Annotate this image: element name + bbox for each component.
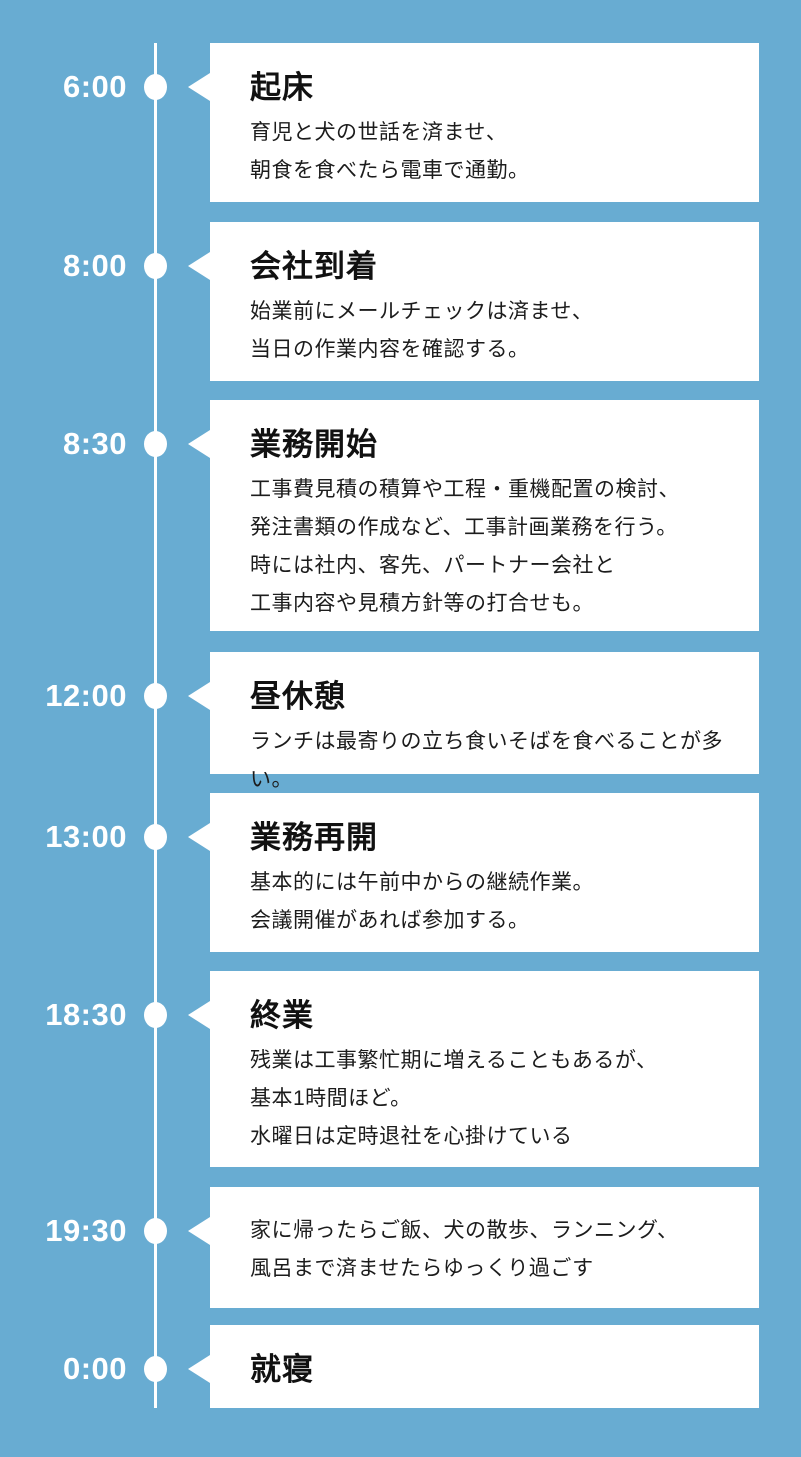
event-title: 就寝 xyxy=(250,1352,314,1387)
event-description: ランチは最寄りの立ち食いそばを食べることが多い。 xyxy=(250,730,723,791)
timeline-dot xyxy=(144,1218,167,1244)
time-label: 0:00 xyxy=(62,1351,127,1386)
card-pointer-arrow xyxy=(188,1217,210,1245)
event-card: 業務開始 工事費見積の積算や工程・重機配置の検討、 発注書類の作成など、工事計画… xyxy=(188,400,759,631)
event-title: 業務再開 xyxy=(250,820,378,855)
event-card: 昼休憩 ランチは最寄りの立ち食いそばを食べることが多い。 xyxy=(188,652,759,791)
event-card: 就寝 xyxy=(188,1325,759,1408)
timeline-entry: 8:00 会社到着 始業前にメールチェックは済ませ、 当日の作業内容を確認する。 xyxy=(0,222,801,381)
card-pointer-arrow xyxy=(188,1355,210,1383)
event-description: 工事費見積の積算や工程・重機配置の検討、 発注書類の作成など、工事計画業務を行う… xyxy=(250,478,680,615)
time-label: 13:00 xyxy=(45,819,127,854)
time-label: 8:00 xyxy=(62,248,127,283)
timeline-entry: 6:00 起床 育児と犬の世話を済ませ、 朝食を食べたら電車で通勤。 xyxy=(0,43,801,202)
event-description: 育児と犬の世話を済ませ、 朝食を食べたら電車で通勤。 xyxy=(250,121,530,182)
timeline-dot xyxy=(144,1356,167,1382)
card-pointer-arrow xyxy=(188,823,210,851)
timeline-entry: 0:00 就寝 xyxy=(0,1325,801,1408)
event-description: 始業前にメールチェックは済ませ、 当日の作業内容を確認する。 xyxy=(250,300,594,361)
timeline-entry: 8:30 業務開始 工事費見積の積算や工程・重機配置の検討、 発注書類の作成など… xyxy=(0,400,801,631)
timeline-axis xyxy=(154,43,157,1408)
event-card: 会社到着 始業前にメールチェックは済ませ、 当日の作業内容を確認する。 xyxy=(188,222,759,381)
card-pointer-arrow xyxy=(188,430,210,458)
card-pointer-arrow xyxy=(188,73,210,101)
timeline-dot xyxy=(144,74,167,100)
event-card: 業務再開 基本的には午前中からの継続作業。 会議開催があれば参加する。 xyxy=(188,793,759,952)
time-label: 19:30 xyxy=(45,1213,127,1248)
event-title: 起床 xyxy=(250,70,314,105)
timeline-dot xyxy=(144,431,167,457)
time-label: 6:00 xyxy=(62,69,127,104)
event-description: 家に帰ったらご飯、犬の散歩、ランニング、 風呂まで済ませたらゆっくり過ごす xyxy=(250,1219,679,1280)
event-description: 残業は工事繁忙期に増えることもあるが、 基本1時間ほど。 水曜日は定時退社を心掛… xyxy=(250,1049,658,1148)
time-label: 8:30 xyxy=(62,426,127,461)
time-label: 18:30 xyxy=(45,997,127,1032)
timeline-dot xyxy=(144,824,167,850)
timeline-dot xyxy=(144,253,167,279)
time-label: 12:00 xyxy=(45,678,127,713)
timeline-entry: 19:30 家に帰ったらご飯、犬の散歩、ランニング、 風呂まで済ませたらゆっくり… xyxy=(0,1187,801,1308)
event-title: 業務開始 xyxy=(250,427,378,462)
card-pointer-arrow xyxy=(188,682,210,710)
event-title: 会社到着 xyxy=(250,249,378,284)
timeline-entry: 13:00 業務再開 基本的には午前中からの継続作業。 会議開催があれば参加する… xyxy=(0,793,801,952)
event-card: 家に帰ったらご飯、犬の散歩、ランニング、 風呂まで済ませたらゆっくり過ごす xyxy=(188,1187,759,1308)
event-title: 終業 xyxy=(250,998,314,1033)
event-card: 終業 残業は工事繁忙期に増えることもあるが、 基本1時間ほど。 水曜日は定時退社… xyxy=(188,971,759,1167)
card-pointer-arrow xyxy=(188,252,210,280)
event-title: 昼休憩 xyxy=(250,679,346,714)
timeline-entry: 18:30 終業 残業は工事繁忙期に増えることもあるが、 基本1時間ほど。 水曜… xyxy=(0,971,801,1167)
timeline-entry: 12:00 昼休憩 ランチは最寄りの立ち食いそばを食べることが多い。 xyxy=(0,652,801,791)
event-description: 基本的には午前中からの継続作業。 会議開催があれば参加する。 xyxy=(250,871,594,932)
timeline-dot xyxy=(144,1002,167,1028)
card-pointer-arrow xyxy=(188,1001,210,1029)
timeline-dot xyxy=(144,683,167,709)
event-card: 起床 育児と犬の世話を済ませ、 朝食を食べたら電車で通勤。 xyxy=(188,43,759,202)
